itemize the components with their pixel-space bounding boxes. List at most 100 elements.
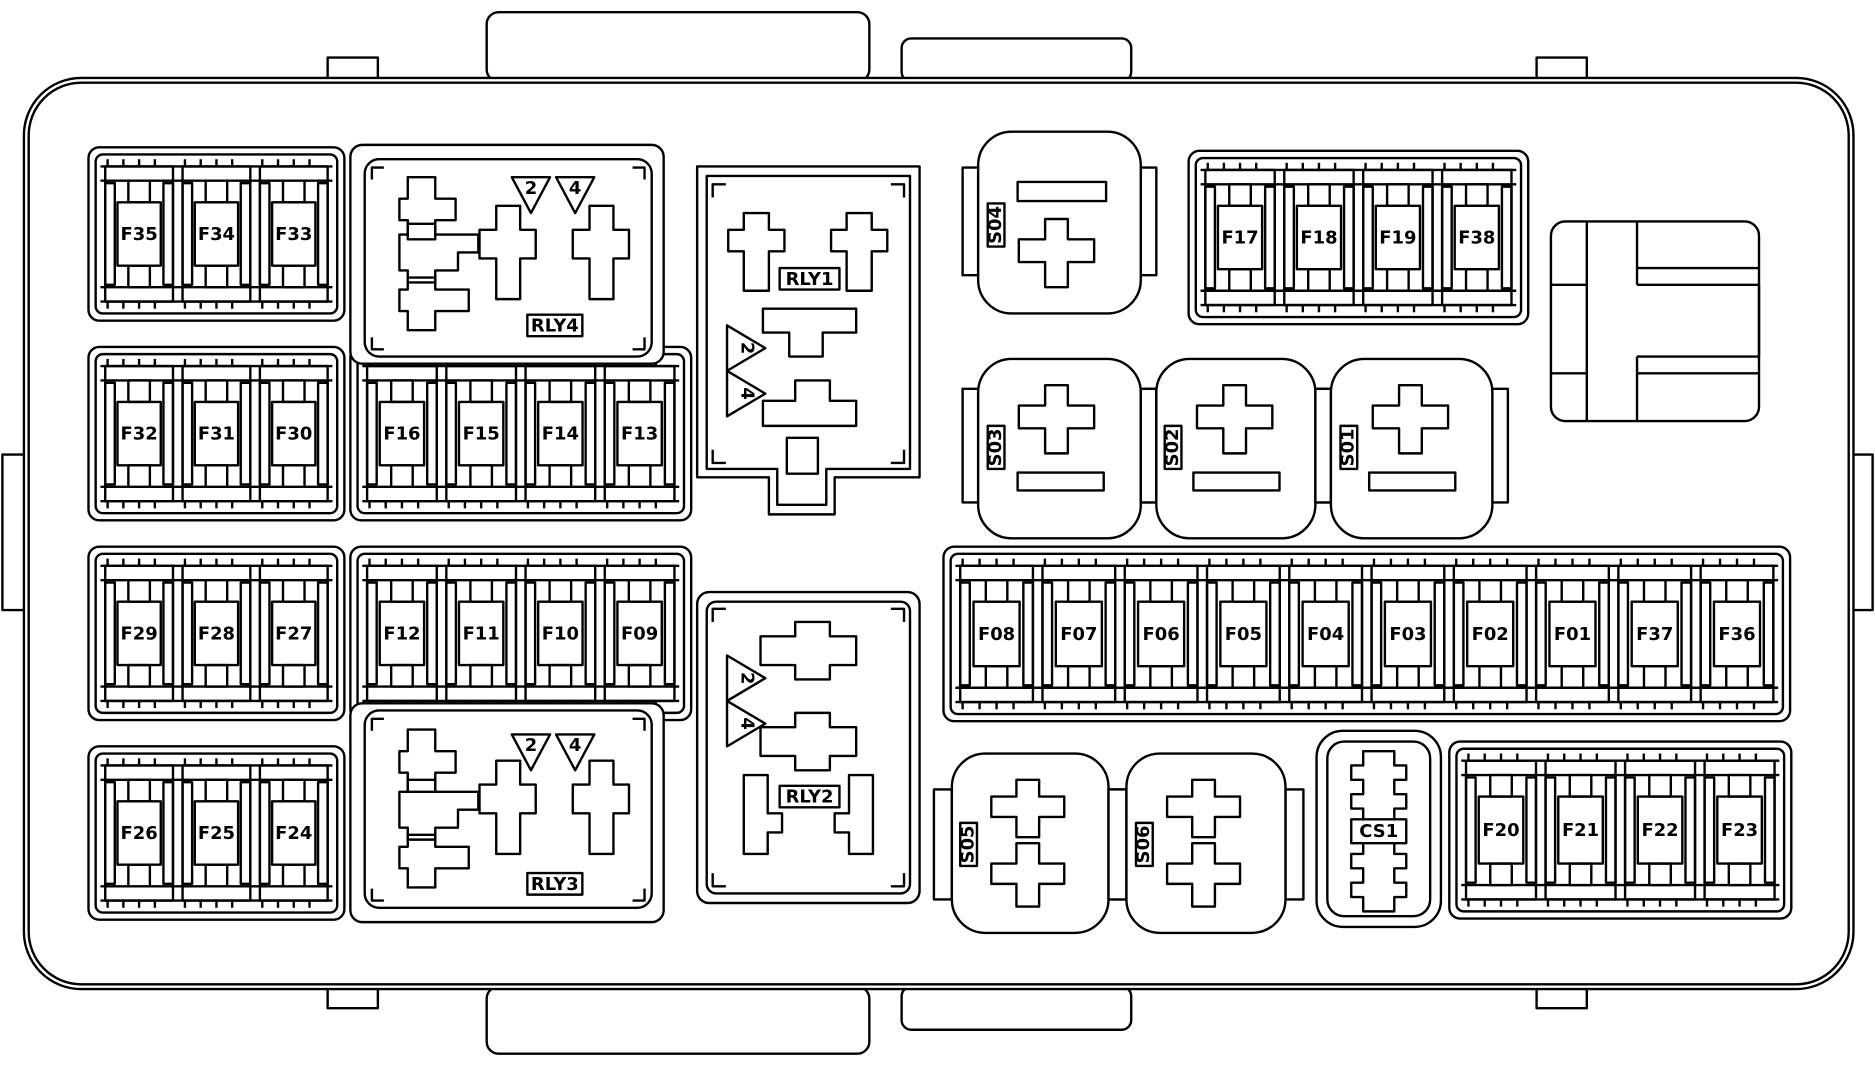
fuse-label: F03 [1389, 624, 1426, 645]
fuse-label: F19 [1379, 228, 1416, 249]
fuse-block-f26-f25-f24: F26 F25 F24 [87, 745, 346, 921]
fuse-f22[interactable]: F22 [1623, 753, 1697, 907]
fuse-f30[interactable]: F30 [258, 358, 329, 509]
relay-pin-4: 4 [736, 387, 757, 399]
fuse-f08[interactable]: F08 [959, 558, 1035, 710]
fuse-f04[interactable]: F04 [1288, 558, 1364, 710]
fuse-f14[interactable]: F14 [524, 358, 597, 509]
connector-cs1[interactable]: CS1 [1315, 729, 1443, 929]
relay-pin-2: 2 [525, 735, 537, 756]
fuse-label: F38 [1458, 228, 1495, 249]
fuse-label: F11 [463, 623, 500, 644]
socket-s05[interactable]: S05 [932, 752, 1128, 935]
fuse-f35[interactable]: F35 [104, 159, 175, 309]
socket-label: S06 [1133, 825, 1154, 863]
fuse-label: F02 [1472, 624, 1509, 645]
fuse-f29[interactable]: F29 [104, 558, 175, 709]
fuse-block-f20-f21-f22-f23: F20 F21 F22 F23 [1448, 740, 1793, 920]
fuse-label: F20 [1482, 820, 1519, 841]
relay-label: RLY2 [786, 787, 834, 808]
socket-label: S03 [985, 428, 1006, 466]
fuse-f23[interactable]: F23 [1703, 753, 1776, 907]
fuse-f02[interactable]: F02 [1452, 558, 1528, 710]
fuse-f19[interactable]: F19 [1362, 162, 1434, 313]
fuse-f28[interactable]: F28 [181, 558, 252, 709]
fuse-label: F32 [121, 424, 158, 445]
fuse-f15[interactable]: F15 [445, 358, 518, 509]
fuse-label: F21 [1562, 820, 1599, 841]
fuse-f01[interactable]: F01 [1534, 558, 1611, 710]
fuse-f07[interactable]: F07 [1041, 558, 1117, 710]
fuse-f33[interactable]: F33 [258, 159, 329, 309]
fuse-label: F07 [1060, 624, 1097, 645]
fuse-label: F01 [1554, 624, 1591, 645]
fuse-label: F24 [275, 823, 312, 844]
fuse-f31[interactable]: F31 [181, 358, 252, 509]
fuse-label: F16 [383, 424, 420, 445]
fuse-f17[interactable]: F17 [1204, 162, 1276, 313]
fuse-label: F04 [1307, 624, 1344, 645]
relay-rly2[interactable]: 2 4 RLY2 [695, 590, 921, 905]
relay-pin-2: 2 [736, 672, 757, 684]
fuse-block-f08-f07-f06-f05-f04-f03-f02-f01-f37-f36: F08 F07 F06 F05 F04 F03 F02 F01 F37 F36 [942, 545, 1792, 723]
fuse-f21[interactable]: F21 [1544, 753, 1617, 907]
fuse-label: F35 [121, 224, 158, 245]
fuse-f34[interactable]: F34 [181, 159, 252, 309]
fuse-f03[interactable]: F03 [1370, 558, 1446, 710]
relay-label: RLY1 [786, 269, 834, 290]
fuse-label: F26 [121, 823, 158, 844]
socket-label: S05 [957, 825, 978, 863]
fuse-label: F25 [198, 823, 235, 844]
fuse-label: F31 [198, 424, 235, 445]
fuse-f36[interactable]: F36 [1699, 558, 1775, 710]
fuse-label: F15 [463, 424, 500, 445]
socket-s03[interactable]: S03 [961, 357, 1158, 540]
relay-rly4[interactable]: 2 4 RLY4 [349, 143, 665, 365]
fuse-label: F12 [383, 623, 420, 644]
fuse-label: F05 [1225, 624, 1262, 645]
fuse-label: F09 [621, 623, 658, 644]
empty-mount [1549, 220, 1761, 423]
fuse-f27[interactable]: F27 [258, 558, 329, 709]
fuse-f20[interactable]: F20 [1464, 753, 1538, 907]
fuse-label: F23 [1721, 820, 1758, 841]
socket-s01[interactable]: S01 [1314, 357, 1510, 540]
fuse-f13[interactable]: F13 [603, 358, 676, 509]
fuse-f32[interactable]: F32 [104, 358, 175, 509]
fuse-label: F37 [1636, 624, 1673, 645]
socket-s02[interactable]: S02 [1139, 357, 1333, 540]
fuse-f06[interactable]: F06 [1123, 558, 1199, 710]
fuse-label: F22 [1641, 820, 1678, 841]
fuse-f25[interactable]: F25 [181, 758, 252, 908]
fuse-f05[interactable]: F05 [1205, 558, 1281, 710]
socket-label: S02 [1162, 428, 1183, 466]
fuse-f37[interactable]: F37 [1617, 558, 1693, 710]
fuse-f26[interactable]: F26 [104, 758, 175, 908]
socket-s06[interactable]: S06 [1107, 752, 1305, 935]
fuse-label: F10 [542, 623, 579, 644]
relay-pin-4: 4 [736, 717, 757, 729]
fuse-block-f35-f34-f33: F35 F34 F33 [87, 146, 346, 322]
relay-rly1[interactable]: RLY1 2 4 [695, 165, 921, 516]
fuse-label: F33 [275, 224, 312, 245]
fuse-f18[interactable]: F18 [1283, 162, 1355, 313]
fuse-f38[interactable]: F38 [1440, 162, 1513, 313]
relay-pin-2: 2 [736, 342, 757, 354]
relay-rly3[interactable]: 2 4 RLY3 [349, 702, 665, 924]
fuse-f09[interactable]: F09 [603, 558, 676, 709]
fuse-label: F14 [542, 424, 579, 445]
fuse-f11[interactable]: F11 [445, 558, 518, 709]
fuse-f24[interactable]: F24 [258, 758, 329, 908]
relay-pin-2: 2 [525, 178, 537, 199]
socket-label: S04 [985, 206, 1006, 244]
fuse-block-f29-f28-f27: F29 F28 F27 [87, 545, 346, 722]
fuse-f16[interactable]: F16 [365, 358, 438, 509]
connector-label: CS1 [1359, 821, 1398, 842]
fuse-label: F28 [198, 623, 235, 644]
fuse-label: F34 [198, 224, 235, 245]
fuse-label: F06 [1143, 624, 1180, 645]
fuse-label: F36 [1718, 624, 1755, 645]
socket-s04[interactable]: S04 [961, 130, 1158, 315]
